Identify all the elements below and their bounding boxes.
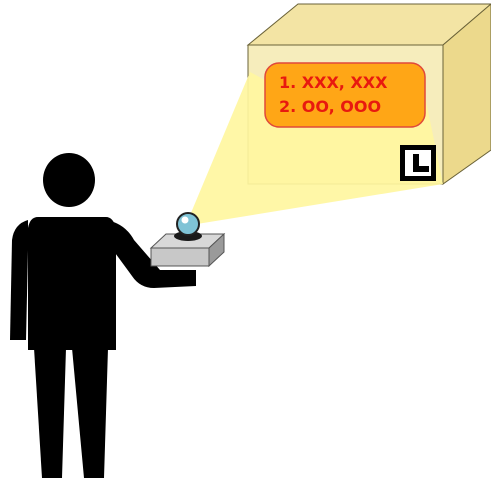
marker-icon <box>400 145 436 181</box>
projected-label: 1. XXX, XXX 2. OO, OOO <box>264 62 426 128</box>
device-lens-highlight <box>181 216 189 224</box>
person-left-leg <box>34 348 66 478</box>
person-torso <box>28 217 116 350</box>
person-left-arm <box>10 220 28 340</box>
label-line-1: 1. XXX, XXX <box>279 73 388 92</box>
person-right-arm <box>104 220 196 288</box>
person-head <box>43 153 95 207</box>
person-icon <box>10 153 196 478</box>
device-lens <box>176 212 200 236</box>
person-right-leg <box>72 348 108 478</box>
device-front <box>150 247 210 267</box>
label-line-2: 2. OO, OOO <box>279 97 381 116</box>
camera-device-icon <box>149 212 226 268</box>
label-background <box>264 62 426 128</box>
